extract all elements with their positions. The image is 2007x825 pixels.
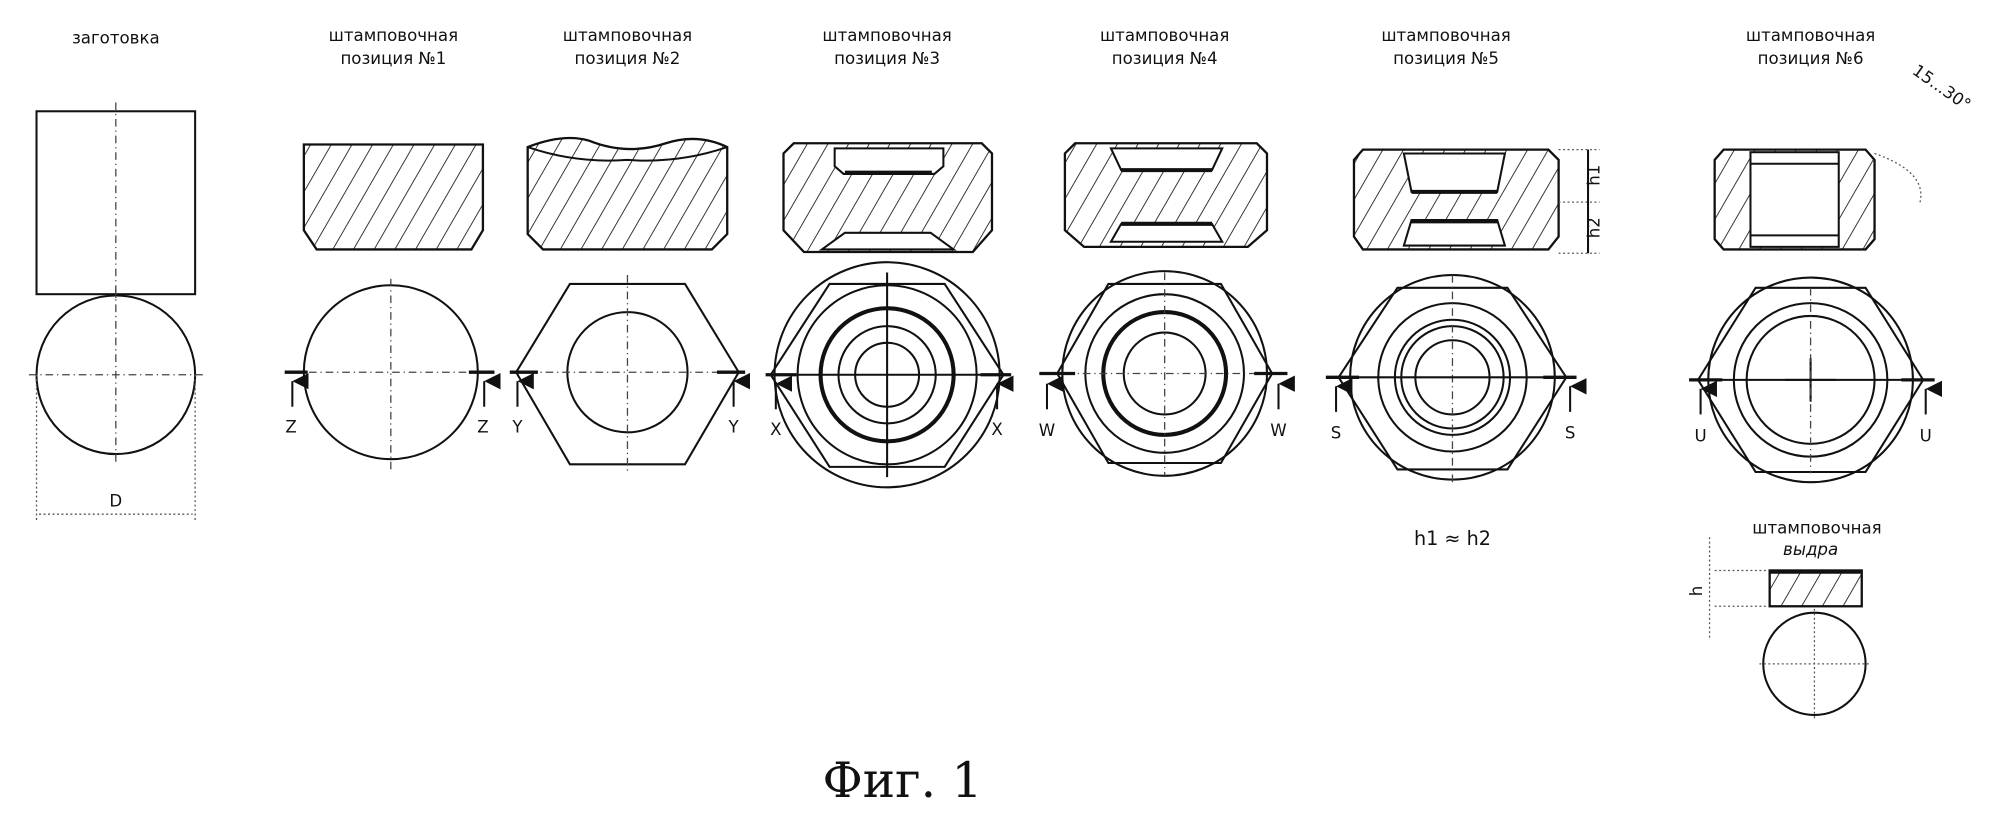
angle-dimension-arc (1875, 153, 1921, 204)
title-line: позиция №2 (575, 49, 681, 68)
position-3-section (784, 143, 992, 252)
dimension-h1-label: h1 (1585, 165, 1604, 186)
section-mark-left: U (1695, 426, 1707, 445)
title-position-5: штамповочная позиция №5 (1381, 26, 1510, 68)
section-mark-right: Y (728, 417, 740, 436)
section-mark-left: Z (285, 417, 296, 436)
section-mark-left: X (770, 420, 781, 439)
section-mark-left: W (1039, 421, 1055, 440)
h1-h2-note: h1 ≈ h2 (1414, 527, 1491, 550)
position-5-section: h1 h2 (1354, 150, 1604, 254)
title-line: штамповочная (1100, 26, 1229, 45)
title-line: позиция №4 (1112, 49, 1218, 68)
dimension-d-label: D (109, 492, 122, 511)
title-position-6: штамповочная позиция №6 (1746, 26, 1875, 68)
slug-title: штамповочная выдра (1752, 518, 1881, 559)
title-line: позиция №5 (1393, 49, 1499, 68)
title-position-3: штамповочная позиция №3 (822, 26, 951, 68)
section-mark-right: X (991, 420, 1002, 439)
section-mark-right: U (1920, 426, 1932, 445)
title-line: штамповочная (1381, 26, 1510, 45)
section-mark-left: Y (511, 417, 523, 436)
position-3-top-view: X X (766, 262, 1012, 487)
title-blank: заготовка (72, 28, 160, 47)
title-line: выдра (1783, 540, 1838, 559)
section-mark-right: Z (477, 417, 488, 436)
title-line: позиция №1 (340, 49, 446, 68)
section-mark-right: W (1270, 421, 1286, 440)
position-5-top-view: S S (1326, 275, 1577, 483)
position-4-section (1065, 143, 1267, 247)
position-6-section: 15...30° (1715, 61, 1975, 250)
title-line: позиция №6 (1758, 49, 1864, 68)
section-mark-right: S (1565, 424, 1576, 443)
dimension-h2-label: h2 (1585, 217, 1604, 238)
position-6-top-view: U U (1689, 278, 1935, 483)
dimension-h-label: h (1687, 586, 1706, 597)
title-line: штамповочная (1752, 518, 1881, 537)
position-1-top-view: Z Z (285, 279, 495, 471)
position-2-section (528, 138, 728, 249)
blank-top-view: D (29, 288, 203, 522)
position-2-top-view: Y Y (510, 275, 745, 471)
title-position-4: штамповочная позиция №4 (1100, 26, 1229, 68)
title-line: штамповочная (1746, 26, 1875, 45)
angle-label: 15...30° (1909, 61, 1974, 115)
title-position-2: штамповочная позиция №2 (563, 26, 692, 68)
position-1-section (304, 145, 483, 250)
title-position-1: штамповочная позиция №1 (329, 26, 458, 68)
section-mark-left: S (1331, 424, 1342, 443)
title-line: штамповочная (329, 26, 458, 45)
figure-caption: Фиг. 1 (822, 753, 982, 809)
position-4-top-view: W W (1039, 271, 1288, 476)
title-line: позиция №3 (834, 49, 940, 68)
title-line: штамповочная (822, 26, 951, 45)
slug-top-view (1759, 609, 1869, 720)
title-line: штамповочная (563, 26, 692, 45)
blank-side-view (37, 102, 196, 302)
